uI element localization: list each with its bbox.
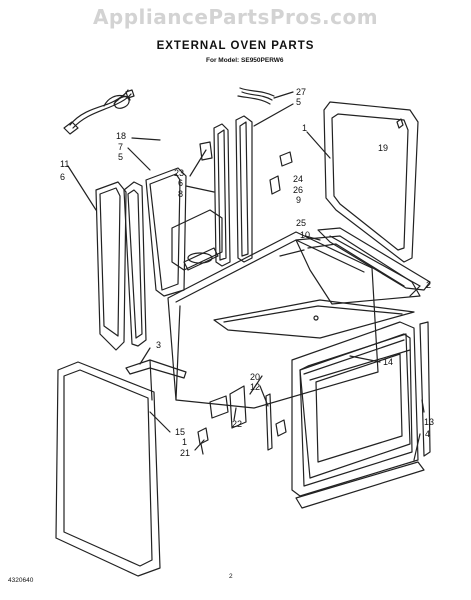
bottom-trim (295, 461, 425, 509)
callout-17: 2 (426, 280, 431, 290)
vent-bracket (171, 209, 223, 271)
callout-21: 12 (250, 382, 260, 392)
callout-25: 21 (180, 448, 190, 458)
callout-8: 6 (178, 178, 183, 188)
side-panel (55, 361, 161, 577)
watermark: AppliancePartsPros.com (92, 5, 379, 29)
callout-24: 1 (182, 437, 187, 447)
callout-19: 14 (383, 357, 393, 367)
callout-0: 27 (296, 87, 306, 97)
cabinet-body (167, 231, 379, 409)
callout-6: 5 (118, 152, 123, 162)
callout-1: 5 (296, 97, 301, 107)
callout-27: 4 (425, 429, 430, 439)
footer-code: 4320640 (8, 577, 34, 584)
callout-4: 18 (116, 131, 126, 141)
callout-22: 22 (232, 419, 242, 429)
callout-11: 26 (293, 185, 303, 195)
callout-2: 1 (302, 123, 307, 133)
callout-26: 13 (424, 417, 434, 427)
footer-page-number: 2 (229, 573, 233, 580)
rear-upright-left (213, 123, 231, 267)
model-line: For Model: SE950PERW6 (206, 57, 284, 64)
front-frame (291, 321, 419, 497)
callout-13: 6 (60, 172, 65, 182)
rear-upright-right (235, 115, 253, 263)
callout-3: 19 (378, 143, 388, 153)
side-rail (317, 227, 431, 291)
left-support (123, 181, 147, 347)
callout-7: 23 (174, 168, 184, 178)
callout-20: 20 (250, 372, 260, 382)
callout-23: 15 (175, 427, 185, 437)
page-title: EXTERNAL OVEN PARTS (156, 40, 315, 52)
cooktop-plate (295, 235, 421, 305)
callout-16: 10 (300, 230, 310, 240)
wire-lead (237, 87, 275, 105)
callout-14: 9 (296, 195, 301, 205)
callout-15: 25 (296, 218, 306, 228)
callout-12: 11 (60, 159, 69, 169)
callout-18: 3 (156, 340, 161, 350)
left-side-panel (95, 181, 127, 351)
back-panel-frame (323, 101, 419, 263)
oven-door-frame (299, 333, 411, 479)
callout-9: 8 (178, 189, 183, 199)
callout-5: 7 (118, 142, 123, 152)
oven-bottom (213, 299, 415, 339)
callout-10: 24 (293, 174, 303, 184)
wiring-harness (63, 89, 135, 135)
